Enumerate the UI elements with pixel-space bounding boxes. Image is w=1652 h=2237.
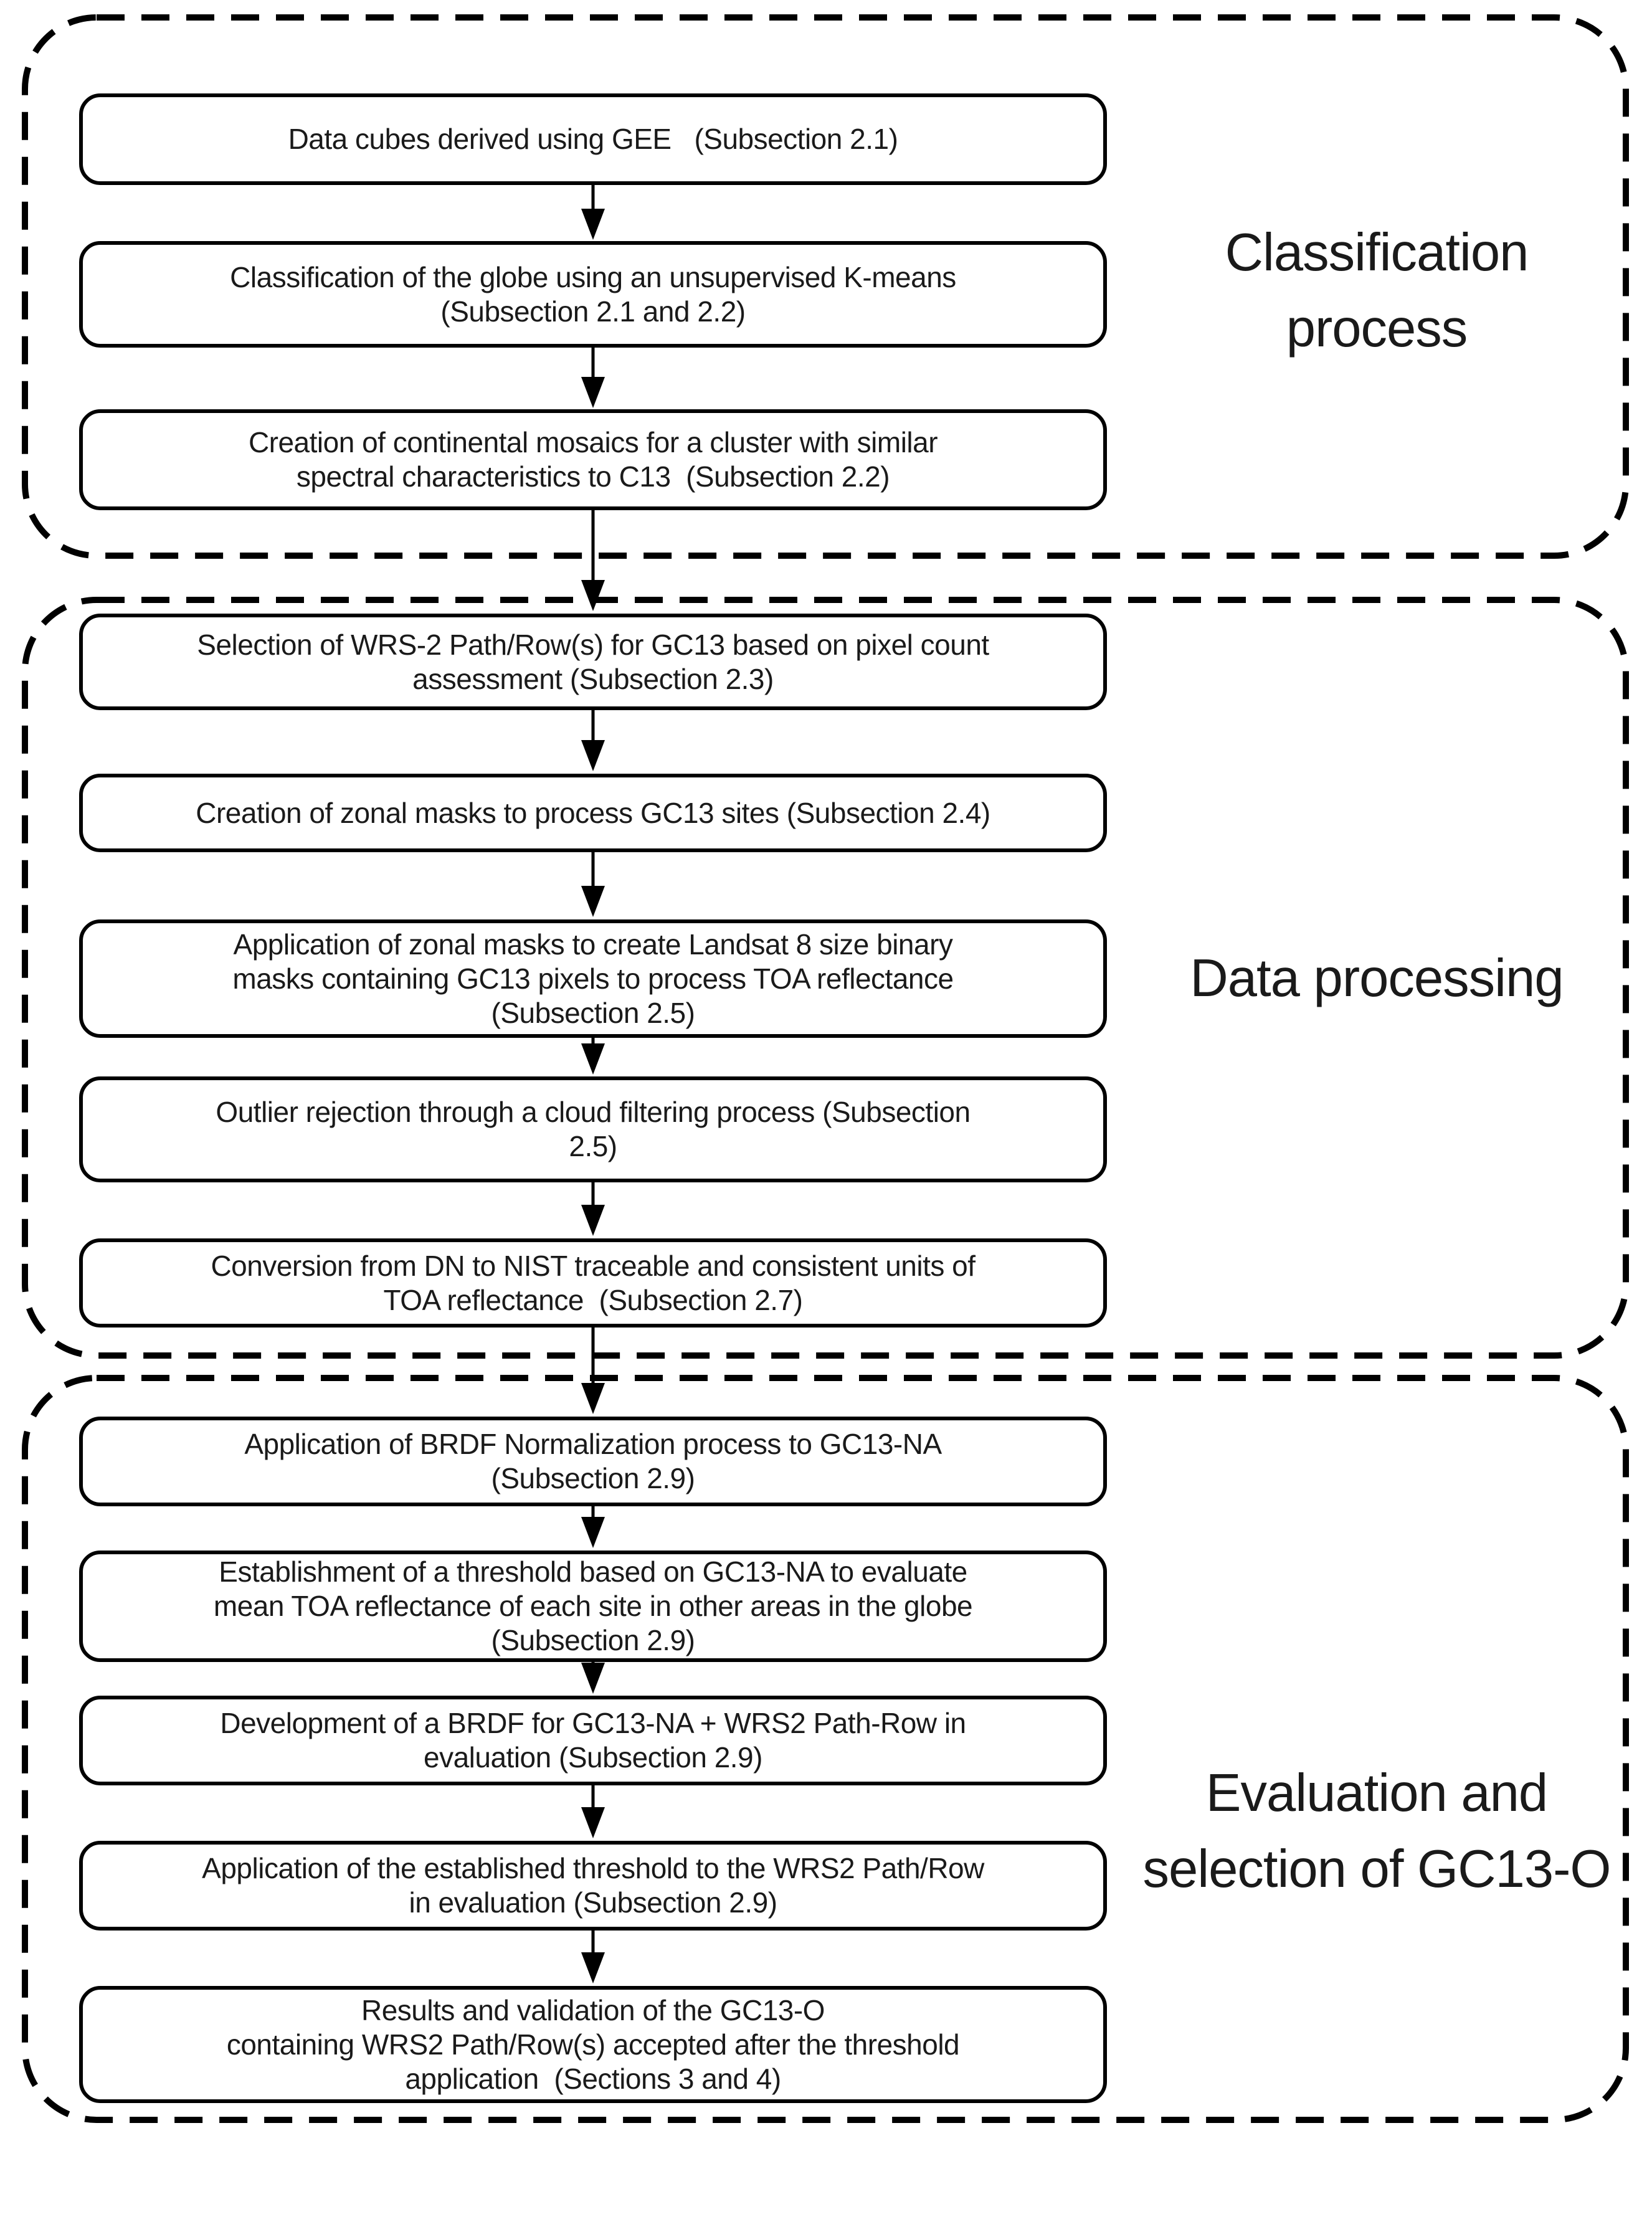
arrow-7-head [581,1205,605,1236]
arrow-12 [581,1931,605,1983]
box-text: Outlier rejection through a cloud filter… [216,1096,971,1162]
section-label-data-processing: Data processing [1190,949,1564,1008]
flow-box-data-cubes: Data cubes derived using GEE (Subsection… [79,93,1107,185]
arrow-6 [581,1038,605,1075]
arrow-11-head [581,1807,605,1838]
arrow-2-head [581,377,605,408]
flow-box-results-validation: Results and validation of the GC13-O con… [79,1986,1107,2103]
box-text: Selection of WRS-2 Path/Row(s) for GC13 … [197,628,989,695]
box-text: Application of the established threshold… [202,1852,984,1919]
section-data-processing-outline [22,597,1629,1359]
arrow-6-head [581,1043,605,1075]
arrow-7 [581,1182,605,1236]
arrow-9 [581,1506,605,1548]
box-text: Creation of continental mosaics for a cl… [248,426,938,493]
box-text: Application of zonal masks to create Lan… [232,928,954,1029]
arrow-2 [581,348,605,408]
flow-box-wrs2-selection: Selection of WRS-2 Path/Row(s) for GC13 … [79,614,1107,710]
box-text: Results and validation of the GC13-O con… [226,1993,960,2095]
flow-box-threshold-application: Application of the established threshold… [79,1841,1107,1931]
box-text: Data cubes derived using GEE (Subsection… [288,123,898,155]
flow-box-outlier-rejection: Outlier rejection through a cloud filter… [79,1076,1107,1182]
arrow-10-head [581,1663,605,1694]
arrow-1-head [581,209,605,240]
arrow-11 [581,1785,605,1838]
arrow-9-head [581,1517,605,1548]
flow-box-brdf-normalization: Application of BRDF Normalization proces… [79,1417,1107,1506]
box-text: Conversion from DN to NIST traceable and… [211,1249,976,1316]
section-classification-outline [22,14,1629,559]
arrow-1 [581,185,605,240]
arrow-8-head [581,1383,605,1414]
section-evaluation-outline [22,1375,1629,2123]
arrow-4 [581,710,605,771]
flow-box-zonal-masks-application: Application of zonal masks to create Lan… [79,919,1107,1038]
flow-box-threshold-establishment: Establishment of a threshold based on GC… [79,1551,1107,1662]
arrow-10 [581,1662,605,1694]
arrow-8 [581,1327,605,1414]
box-text: Development of a BRDF for GC13-NA + WRS2… [220,1707,966,1774]
section-label-evaluation-selection: Evaluation and selection of GC13-O [1142,1764,1611,1899]
arrow-5-head [581,886,605,917]
arrow-5 [581,852,605,917]
arrow-12-head [581,1952,605,1983]
arrow-3 [581,510,605,611]
flow-box-dn-conversion: Conversion from DN to NIST traceable and… [79,1238,1107,1327]
box-text: Creation of zonal masks to process GC13 … [196,796,990,829]
box-text: Establishment of a threshold based on GC… [213,1555,973,1656]
flow-box-continental-mosaics: Creation of continental mosaics for a cl… [79,409,1107,510]
flow-box-kmeans-classification: Classification of the globe using an uns… [79,241,1107,348]
flow-box-brdf-development: Development of a BRDF for GC13-NA + WRS2… [79,1696,1107,1785]
box-text: Classification of the globe using an uns… [230,260,956,328]
arrow-4-head [581,740,605,771]
section-label-classification-process: Classification process [1225,223,1529,358]
flow-box-zonal-masks-creation: Creation of zonal masks to process GC13 … [79,774,1107,852]
arrow-3-head [581,580,605,611]
box-text: Application of BRDF Normalization proces… [244,1428,942,1494]
